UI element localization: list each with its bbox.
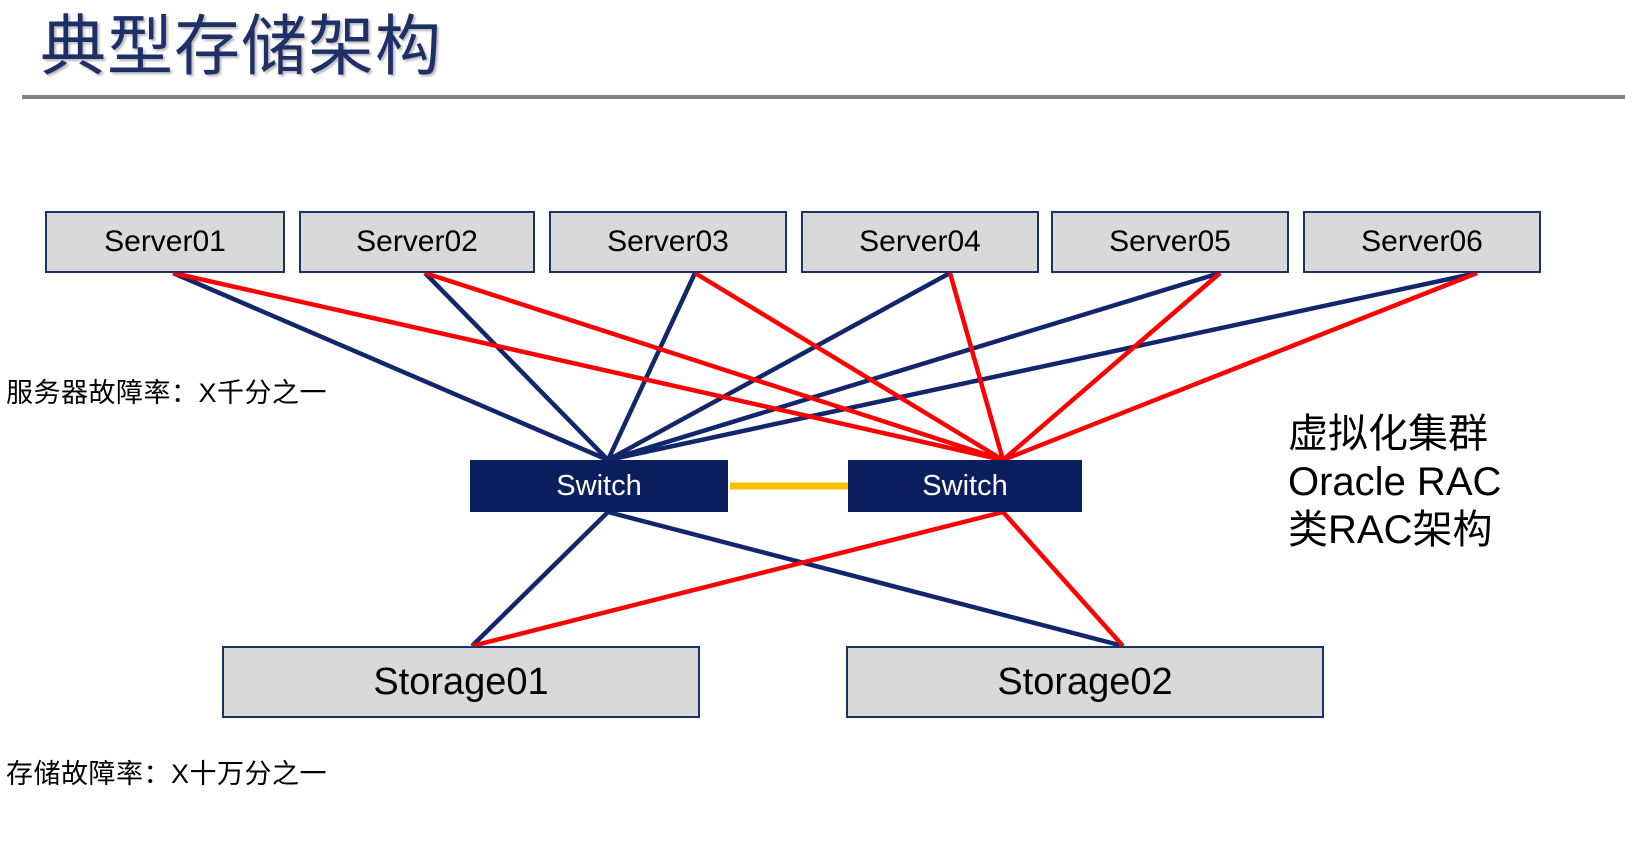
server-label: Server04 xyxy=(859,225,981,258)
server-box-4[interactable]: Server04 xyxy=(801,211,1039,273)
storage-box-1[interactable]: Storage01 xyxy=(222,646,700,718)
link-server06-to-switch01 xyxy=(607,270,1478,463)
link-server03-to-switch01 xyxy=(605,272,698,461)
server-label: Server05 xyxy=(1109,225,1231,258)
storage-failure-rate-note: 存储故障率：X十万分之一 xyxy=(6,759,328,789)
server-label: Server03 xyxy=(607,225,729,258)
storage-box-2[interactable]: Storage02 xyxy=(846,646,1324,718)
link-server03-to-switch02 xyxy=(693,271,1005,462)
link-server02-to-switch01 xyxy=(423,271,610,462)
cluster-note: 虚拟化集群 Oracle RAC 类RAC架构 xyxy=(1288,410,1501,554)
server-box-1[interactable]: Server01 xyxy=(45,211,285,273)
server-box-3[interactable]: Server03 xyxy=(549,211,787,273)
link-server05-to-switch02 xyxy=(1001,271,1222,462)
server-failure-rate-note: 服务器故障率：X千分之一 xyxy=(6,378,328,408)
link-server04-to-switch02 xyxy=(947,272,1006,461)
server-box-5[interactable]: Server05 xyxy=(1051,211,1289,273)
switch-label: Switch xyxy=(922,469,1008,502)
link-switch02-to-storage02 xyxy=(1001,510,1125,648)
title-divider xyxy=(22,95,1625,99)
storage-label: Storage02 xyxy=(997,660,1173,703)
server-box-6[interactable]: Server06 xyxy=(1303,211,1541,273)
server-box-2[interactable]: Server02 xyxy=(299,211,535,273)
link-switch02-to-storage01 xyxy=(471,509,1004,649)
cluster-note-line-1: 虚拟化集群 xyxy=(1288,412,1488,456)
switch-box-left[interactable]: Switch xyxy=(470,460,728,512)
switch-label: Switch xyxy=(556,469,642,502)
server-label: Server02 xyxy=(356,225,478,258)
link-server05-to-switch01 xyxy=(607,270,1221,463)
link-server02-to-switch02 xyxy=(424,270,1004,463)
page-title: 典型存储架构 xyxy=(40,9,442,83)
link-switch01-to-storage01 xyxy=(470,510,610,648)
cluster-note-line-2: Oracle RAC xyxy=(1288,460,1502,504)
cluster-note-line-3: 类RAC架构 xyxy=(1288,508,1493,552)
link-server01-to-switch01 xyxy=(172,270,609,463)
switch-box-right[interactable]: Switch xyxy=(848,460,1082,512)
server-label: Server06 xyxy=(1361,225,1483,258)
link-server01-to-switch02 xyxy=(172,270,1004,463)
link-server04-to-switch01 xyxy=(606,271,952,462)
storage-label: Storage01 xyxy=(373,660,549,703)
link-switch01-to-storage02 xyxy=(607,509,1124,649)
link-server06-to-switch02 xyxy=(1002,270,1478,463)
server-label: Server01 xyxy=(104,225,226,258)
